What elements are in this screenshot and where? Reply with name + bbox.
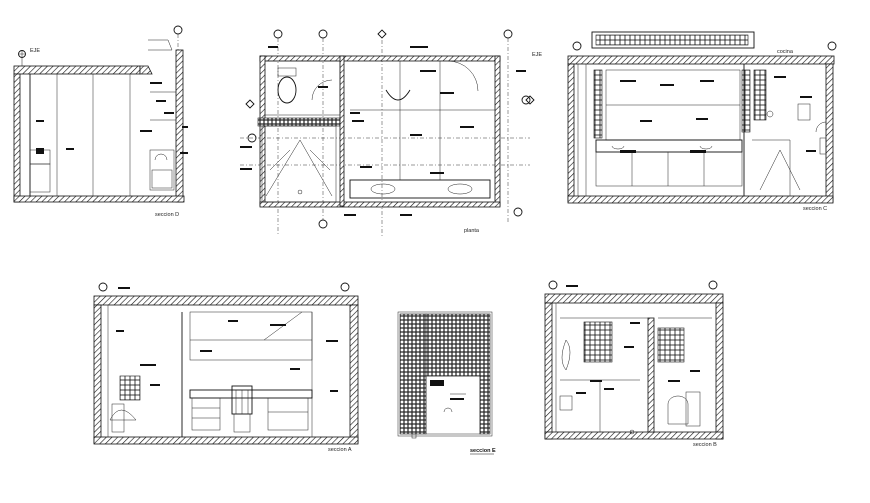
section-b-title: seccion B xyxy=(693,442,717,448)
section-e-title: seccion E xyxy=(470,448,496,454)
section-c-title: seccion C xyxy=(803,206,827,212)
level-marker: EJE xyxy=(18,48,40,66)
section-d: EJE seccion D xyxy=(13,25,188,218)
section-a-title: seccion A xyxy=(328,447,352,453)
section-d-title: seccion D xyxy=(155,212,179,218)
axis-marker xyxy=(98,282,350,292)
section-e: seccion E xyxy=(397,311,496,455)
plan-level-label: EJE xyxy=(532,52,542,58)
section-c: cocina seccion C xyxy=(567,31,837,212)
plan-title: planta xyxy=(464,228,480,234)
floor-plan: EJE xyxy=(240,29,542,236)
section-c-level-label: cocina xyxy=(777,49,794,55)
axis-marker xyxy=(572,41,837,51)
level-label: EJE xyxy=(30,48,40,54)
axis-markers: EJE xyxy=(245,29,542,229)
section-b: seccion B xyxy=(544,280,724,448)
section-a: seccion A xyxy=(93,282,359,453)
axis-marker xyxy=(548,280,718,290)
